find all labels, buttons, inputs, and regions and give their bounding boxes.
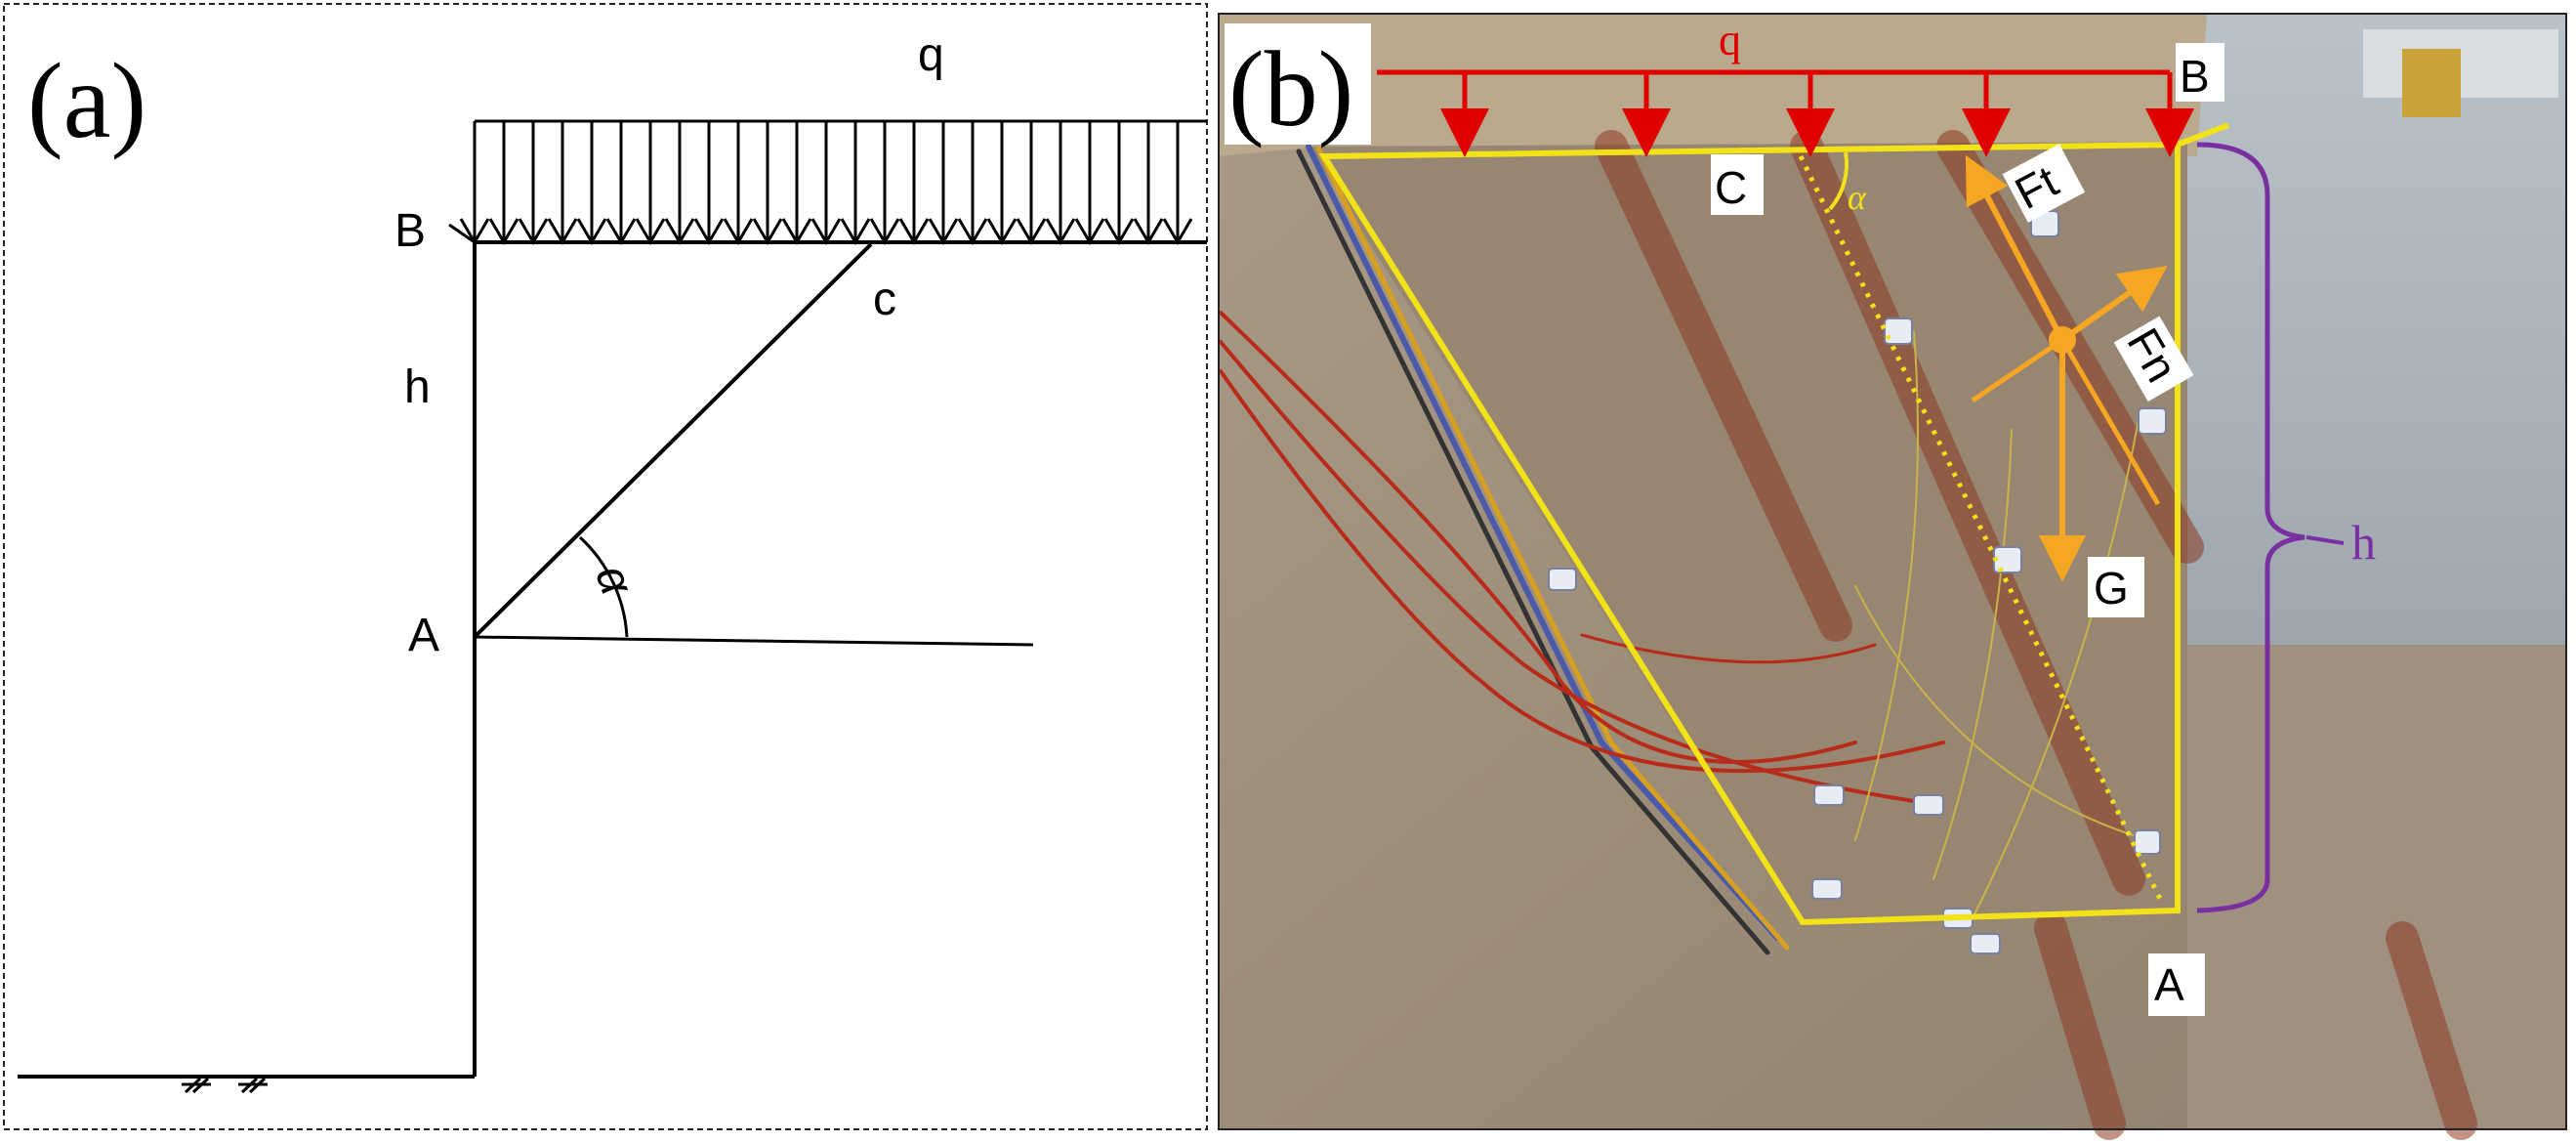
panel-b-angle-label: α — [1848, 178, 1867, 217]
height-brace — [2196, 142, 2306, 913]
photo-back-wall — [2187, 14, 2566, 649]
panel-b-tag: (b) — [1228, 29, 1353, 148]
photo-wire-bundle — [1219, 144, 2149, 955]
panel-b-tag-box: (b) — [1225, 23, 1371, 148]
force-vectors — [1965, 154, 2168, 582]
ground-hatch — [182, 1077, 268, 1094]
panel-b-load — [1377, 69, 2194, 157]
panel-a-height-label: h — [404, 361, 431, 413]
angle-arc — [578, 535, 629, 638]
panel-b-load-label: q — [1719, 15, 1741, 64]
panel-b-frame — [1218, 13, 2567, 1130]
slide-mass-outline — [1318, 141, 2181, 926]
panel-b: α q h (b) B C — [1218, 13, 2567, 1140]
panel-a: (a) q B c h A α — [3, 3, 1208, 1130]
label-box-b: B — [2176, 43, 2224, 102]
panel-a-tag: (a) — [27, 41, 146, 160]
failure-plane — [473, 242, 873, 639]
distributed-load — [459, 119, 1207, 245]
panel-a-frame — [3, 3, 1208, 1130]
photo-sensors — [1548, 210, 2167, 954]
panel-b-height-label: h — [2351, 515, 2376, 570]
panel-a-load-label: q — [918, 29, 944, 81]
label-box-g: G — [2088, 557, 2144, 617]
panel-b-point-b: B — [2180, 51, 2210, 102]
horizontal-reference — [474, 635, 1034, 647]
panel-a-point-a: A — [408, 610, 439, 661]
panel-b-gravity: G — [2094, 563, 2129, 614]
panel-b-point-c: C — [1715, 162, 1747, 213]
crack-line — [1798, 154, 2163, 901]
panel-a-point-c: c — [873, 274, 896, 325]
panel-a-angle-label: α — [585, 559, 644, 603]
photo-slope-body — [1309, 142, 2187, 928]
panel-b-point-a: A — [2154, 959, 2184, 1010]
panel-a-point-b: B — [395, 205, 426, 257]
label-box-a: A — [2148, 953, 2205, 1016]
label-box-c: C — [1711, 154, 1764, 215]
panel-b-angle-arc — [1828, 151, 1849, 211]
